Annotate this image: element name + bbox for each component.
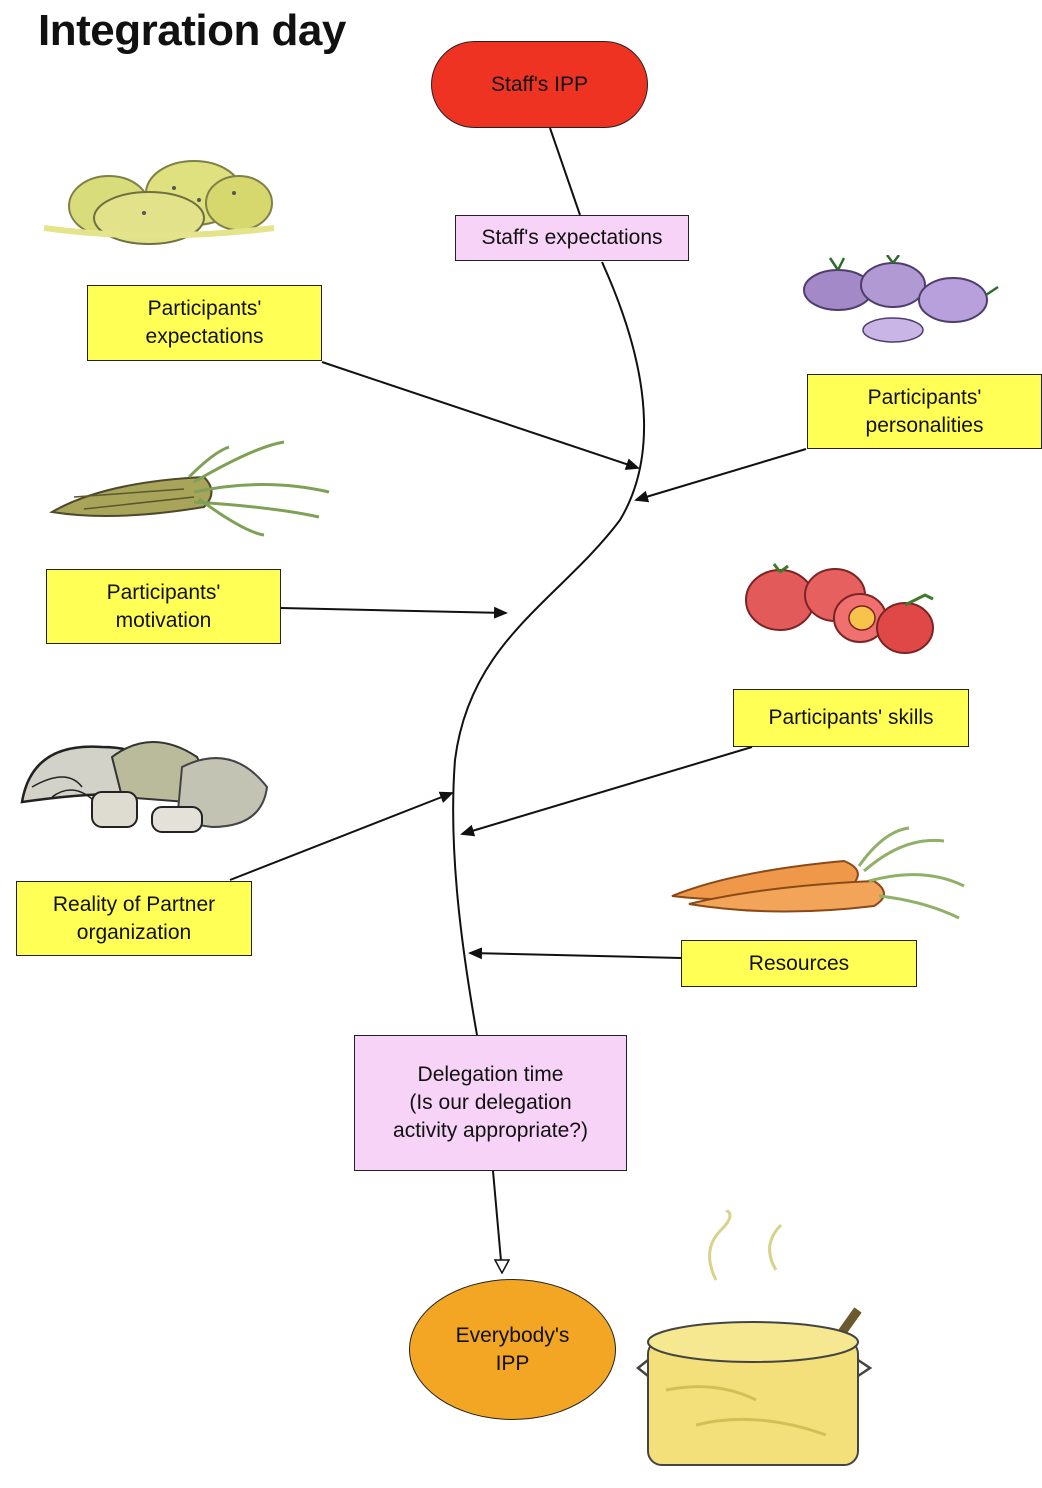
arrow-participants-expectations <box>322 362 638 468</box>
corn-illustration <box>44 437 334 542</box>
everybodys-ipp-end-node: Everybody's IPP <box>409 1279 616 1420</box>
potatoes-illustration <box>34 148 284 248</box>
tomatoes-illustration <box>740 560 955 660</box>
reality-partner-box: Reality of Partner organization <box>16 881 252 956</box>
resources-box: Resources <box>681 940 917 987</box>
participants-expectations-box: Participants' expectations <box>87 285 322 361</box>
delegation-time-box: Delegation time (Is our delegation activ… <box>354 1035 627 1171</box>
arrow-participants-personalities <box>636 449 806 500</box>
staffs-expectations-box: Staff's expectations <box>455 215 689 261</box>
participants-skills-box: Participants' skills <box>733 689 969 747</box>
staffs-ipp-start-node: Staff's IPP <box>431 41 648 128</box>
arrow-delegation-to-end <box>493 1171 502 1272</box>
main-flow-curve <box>453 128 644 1035</box>
carrots-illustration <box>664 826 974 926</box>
onions-illustration <box>798 255 1008 350</box>
cooking-pot-illustration <box>636 1210 876 1480</box>
participants-personalities-box: Participants' personalities <box>807 374 1042 449</box>
participants-motivation-box: Participants' motivation <box>46 569 281 644</box>
arrow-participants-skills <box>462 747 752 834</box>
arrow-participants-motivation <box>281 608 506 613</box>
mushrooms-illustration <box>12 727 272 845</box>
arrow-resources <box>470 953 681 958</box>
